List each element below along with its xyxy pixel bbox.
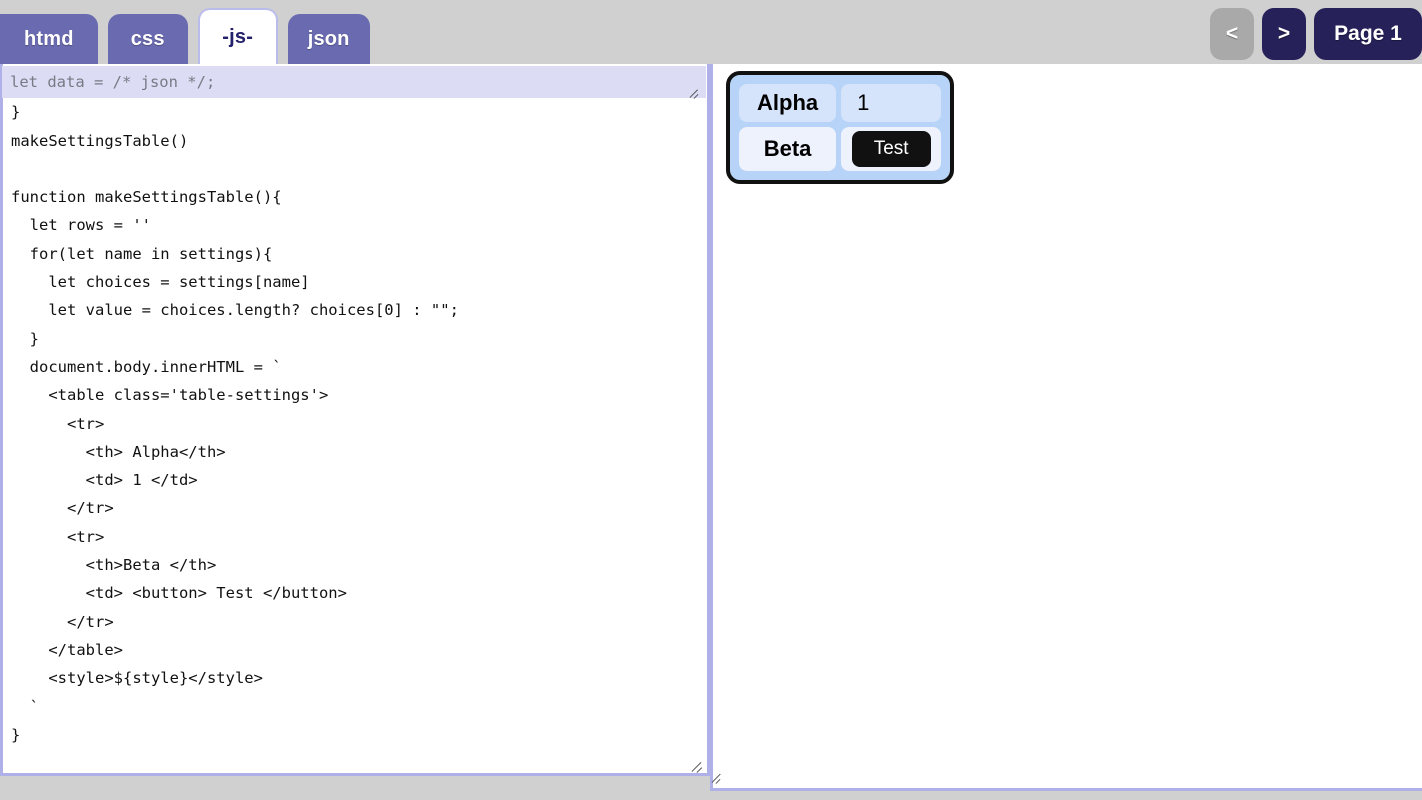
editor-panel xyxy=(0,64,710,776)
json-data-line-editor[interactable] xyxy=(2,66,706,98)
js-code-editor[interactable] xyxy=(0,64,710,776)
setting-name-beta: Beta xyxy=(739,127,837,171)
page-indicator-button[interactable]: Page 1 xyxy=(1314,8,1422,60)
page-navigation: < > Page 1 xyxy=(1210,6,1422,62)
tab-css[interactable]: css xyxy=(107,14,188,64)
table-row: Beta Test xyxy=(739,127,942,171)
editor-tab-strip: htmd css -js- json xyxy=(0,8,370,64)
tab-js[interactable]: -js- xyxy=(197,8,278,64)
setting-value-alpha: 1 xyxy=(841,84,942,122)
test-button[interactable]: Test xyxy=(851,131,931,167)
preview-pane[interactable]: Alpha 1 Beta Test xyxy=(710,64,1422,791)
top-bar: htmd css -js- json < > Page 1 xyxy=(0,0,1422,64)
next-page-button[interactable]: > xyxy=(1262,8,1306,60)
table-row: Alpha 1 xyxy=(739,84,942,122)
settings-table: Alpha 1 Beta Test xyxy=(726,71,955,184)
tab-htmd[interactable]: htmd xyxy=(0,14,98,64)
setting-name-alpha: Alpha xyxy=(739,84,837,122)
setting-value-beta: Test xyxy=(841,127,942,171)
prev-page-button[interactable]: < xyxy=(1210,8,1254,60)
tab-json[interactable]: json xyxy=(287,14,370,64)
